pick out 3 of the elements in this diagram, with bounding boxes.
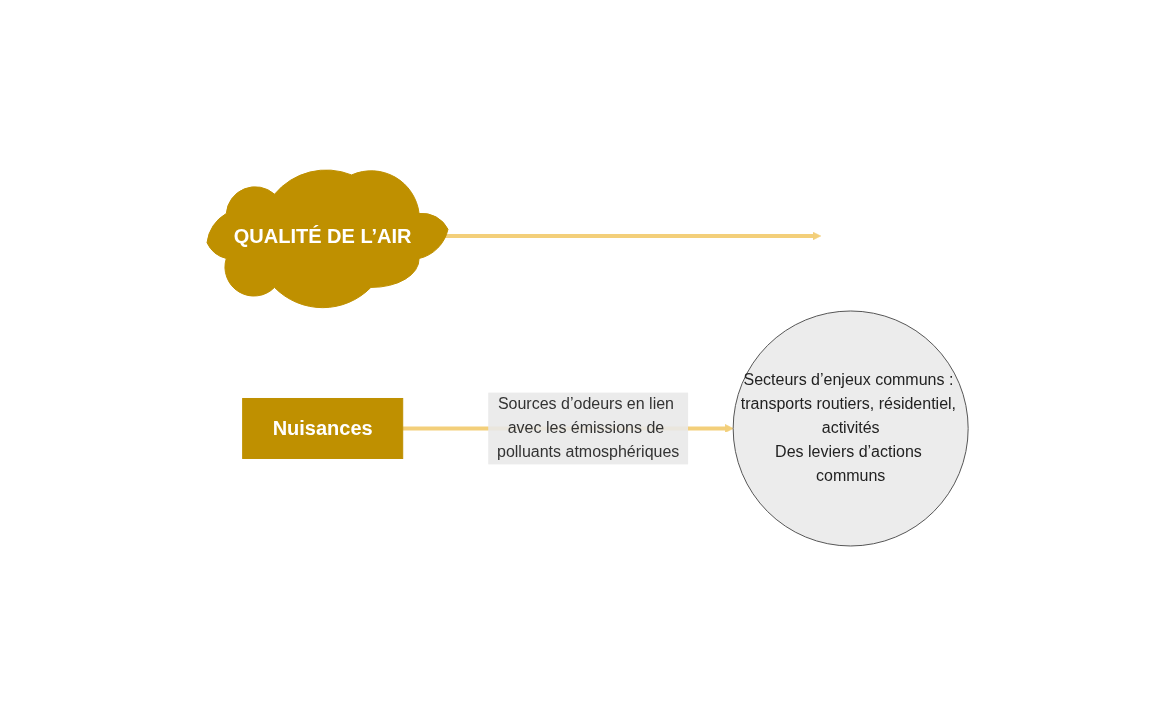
node-box: Nuisances [242,398,404,459]
node-circle: Secteurs d’enjeux communs : transports routiers, résidentiel, activités Des leviers d’actions communs [732,310,969,547]
edge-label: Sources d’odeurs en lien avec les émissions de polluants atmosphériques [496,395,680,461]
